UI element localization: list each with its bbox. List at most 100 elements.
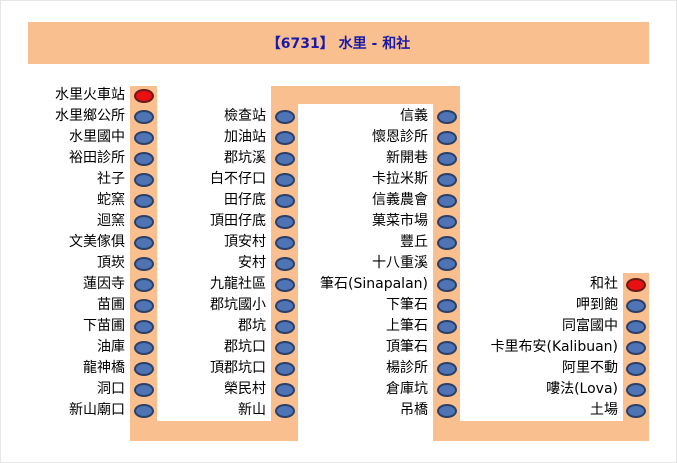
stop-label: 菓菜市場 bbox=[372, 213, 428, 229]
stop-marker bbox=[134, 173, 154, 187]
stop-label: 榮民村 bbox=[224, 381, 266, 397]
stop-marker bbox=[275, 257, 295, 271]
stop-marker bbox=[437, 341, 457, 355]
stop-marker bbox=[437, 257, 457, 271]
stop-marker bbox=[275, 194, 295, 208]
route-title: 【6731】 水里 - 和社 bbox=[266, 36, 411, 52]
stop-label: 水里火車站 bbox=[55, 87, 125, 103]
stop-marker bbox=[437, 173, 457, 187]
stop-marker bbox=[437, 278, 457, 292]
stop-label: 楊診所 bbox=[386, 360, 428, 376]
stop-label: 安村 bbox=[238, 255, 266, 271]
stop-label: 下苗圃 bbox=[83, 318, 125, 334]
stop-marker bbox=[626, 383, 646, 397]
stop-marker bbox=[626, 404, 646, 418]
stop-marker bbox=[134, 320, 154, 334]
stop-marker bbox=[134, 278, 154, 292]
route-band-top bbox=[271, 86, 460, 104]
stop-label: 同富國中 bbox=[562, 318, 618, 334]
stop-label: 頂安村 bbox=[224, 234, 266, 250]
stop-marker bbox=[275, 236, 295, 250]
stop-marker bbox=[626, 299, 646, 313]
stop-label: 卡里布安(Kalibuan) bbox=[490, 339, 618, 355]
stop-marker bbox=[134, 215, 154, 229]
stop-marker bbox=[437, 362, 457, 376]
stop-marker bbox=[275, 152, 295, 166]
stop-label: 洞口 bbox=[97, 381, 125, 397]
terminal-stop-marker bbox=[134, 89, 154, 103]
stop-marker bbox=[275, 110, 295, 124]
stop-label: 下筆石 bbox=[386, 297, 428, 313]
stop-label: 郡坑口 bbox=[224, 339, 266, 355]
stop-label: 懷恩診所 bbox=[372, 129, 428, 145]
stop-label: 土場 bbox=[590, 402, 618, 418]
stop-label: 頂田仔底 bbox=[210, 213, 266, 229]
stop-marker bbox=[275, 278, 295, 292]
stop-label: 十八重溪 bbox=[372, 255, 428, 271]
stop-marker bbox=[275, 404, 295, 418]
stop-marker bbox=[626, 341, 646, 355]
stop-marker bbox=[275, 341, 295, 355]
stop-label: 和社 bbox=[590, 276, 618, 292]
stop-label: 郡坑 bbox=[238, 318, 266, 334]
stop-label: 豐丘 bbox=[400, 234, 428, 250]
terminal-stop-marker bbox=[626, 278, 646, 292]
stop-marker bbox=[437, 383, 457, 397]
stop-label: 新山廟口 bbox=[69, 402, 125, 418]
stop-label: 水里國中 bbox=[69, 129, 125, 145]
stop-label: 檢查站 bbox=[224, 108, 266, 124]
stop-marker bbox=[134, 257, 154, 271]
stop-marker bbox=[275, 383, 295, 397]
stop-marker bbox=[437, 299, 457, 313]
stop-marker bbox=[134, 194, 154, 208]
stop-label: 倉庫坑 bbox=[386, 381, 428, 397]
stop-marker bbox=[275, 320, 295, 334]
route-banner: 【6731】 水里 - 和社 bbox=[28, 22, 649, 64]
stop-label: 田仔底 bbox=[224, 192, 266, 208]
stop-label: 九龍社區 bbox=[210, 276, 266, 292]
stop-marker bbox=[437, 236, 457, 250]
stop-label: 卡拉米斯 bbox=[372, 171, 428, 187]
stop-label: 蛇窯 bbox=[97, 192, 125, 208]
stop-label: 新山 bbox=[238, 402, 266, 418]
stop-marker bbox=[134, 404, 154, 418]
route-band-bottom-left bbox=[130, 421, 298, 441]
stop-label: 文美傢俱 bbox=[69, 234, 125, 250]
stop-marker bbox=[626, 362, 646, 376]
stop-label: 信義 bbox=[400, 108, 428, 124]
stop-marker bbox=[134, 110, 154, 124]
stop-marker bbox=[626, 320, 646, 334]
stop-label: 吊橋 bbox=[400, 402, 428, 418]
stop-label: 郡坑國小 bbox=[210, 297, 266, 313]
stop-label: 苗圃 bbox=[97, 297, 125, 313]
stop-label: 龍神橋 bbox=[83, 360, 125, 376]
stop-label: 阿里不動 bbox=[562, 360, 618, 376]
stop-marker bbox=[134, 131, 154, 145]
stop-label: 呷到飽 bbox=[576, 297, 618, 313]
stop-label: 社子 bbox=[97, 171, 125, 187]
stop-marker bbox=[275, 173, 295, 187]
route-band-bottom-right bbox=[433, 421, 649, 441]
stop-marker bbox=[134, 383, 154, 397]
stop-marker bbox=[437, 215, 457, 229]
stop-marker bbox=[134, 341, 154, 355]
stop-label: 新開巷 bbox=[386, 150, 428, 166]
stop-label: 頂崁 bbox=[97, 255, 125, 271]
stop-marker bbox=[275, 131, 295, 145]
stop-label: 郡坑溪 bbox=[224, 150, 266, 166]
stop-marker bbox=[275, 362, 295, 376]
stop-label: 頂郡坑口 bbox=[210, 360, 266, 376]
stop-marker bbox=[437, 320, 457, 334]
stop-label: 油庫 bbox=[97, 339, 125, 355]
stop-label: 蓮因寺 bbox=[83, 276, 125, 292]
stop-marker bbox=[437, 131, 457, 145]
stop-marker bbox=[437, 110, 457, 124]
stop-marker bbox=[134, 299, 154, 313]
stop-label: 頂筆石 bbox=[386, 339, 428, 355]
stop-marker bbox=[134, 236, 154, 250]
stop-label: 加油站 bbox=[224, 129, 266, 145]
stop-marker bbox=[437, 152, 457, 166]
stop-marker bbox=[275, 299, 295, 313]
stop-label: 白不仔口 bbox=[210, 171, 266, 187]
